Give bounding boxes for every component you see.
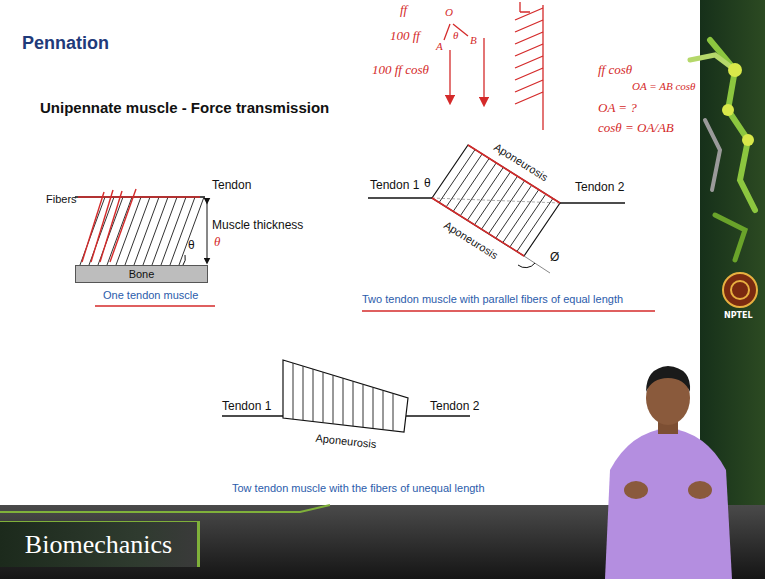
handwritten-note: ff bbox=[400, 2, 407, 18]
angle-note: θ bbox=[214, 234, 220, 250]
bone-block: Bone bbox=[75, 265, 208, 283]
part-label: Aponeurosis bbox=[492, 141, 550, 184]
figure-caption: Two tendon muscle with parallel fibers o… bbox=[362, 293, 623, 305]
slide-subtitle: Unipennate muscle - Force transmission bbox=[40, 99, 329, 116]
point-label: A bbox=[436, 40, 443, 52]
side-panel bbox=[700, 0, 765, 505]
figure-caption: One tendon muscle bbox=[103, 289, 198, 301]
angle-note: θ bbox=[453, 29, 458, 41]
nptel-logo bbox=[723, 273, 757, 307]
part-label: Aponeurosis bbox=[315, 432, 377, 450]
box-text: Biomechanics bbox=[11, 530, 186, 560]
angle-label: Ø bbox=[550, 250, 559, 264]
part-label: Tendon 1 bbox=[370, 178, 419, 192]
box-text: Bone bbox=[129, 268, 155, 280]
part-label: Aponeurosis bbox=[442, 219, 500, 262]
angle-label: θ bbox=[424, 176, 431, 190]
handwritten-sketch bbox=[444, 2, 543, 130]
bar-stripe bbox=[0, 505, 330, 512]
handwritten-note: 100 ff cosθ bbox=[372, 62, 429, 78]
presenter bbox=[605, 366, 732, 579]
handwritten-note: ff cosθ bbox=[598, 62, 632, 78]
two-tendon-unequal bbox=[222, 360, 470, 432]
part-label: Tendon 2 bbox=[430, 399, 479, 413]
part-label: Tendon 2 bbox=[575, 180, 624, 194]
part-label: Fibers bbox=[46, 193, 77, 205]
part-label: Tendon bbox=[212, 178, 251, 192]
robot-figure bbox=[690, 40, 755, 260]
part-label: Tendon 1 bbox=[222, 399, 271, 413]
one-tendon-muscle bbox=[75, 189, 215, 306]
handwritten-note: cosθ = OA/AB bbox=[598, 120, 674, 136]
figure-caption: Tow tendon muscle with the fibers of une… bbox=[232, 482, 485, 494]
dimension-label: Muscle thickness bbox=[212, 218, 303, 232]
two-tendon-parallel bbox=[362, 145, 655, 311]
angle-label: θ bbox=[188, 238, 195, 252]
course-banner: Biomechanics bbox=[0, 521, 200, 567]
handwritten-note: OA = ? bbox=[598, 100, 637, 116]
point-label: O bbox=[445, 6, 453, 18]
handwritten-note: 100 ff bbox=[390, 28, 420, 44]
point-label: B bbox=[470, 34, 477, 46]
logo-text: NPTEL bbox=[724, 311, 753, 320]
handwritten-note: OA = AB cosθ bbox=[632, 80, 695, 92]
slide-title: Pennation bbox=[22, 33, 109, 54]
